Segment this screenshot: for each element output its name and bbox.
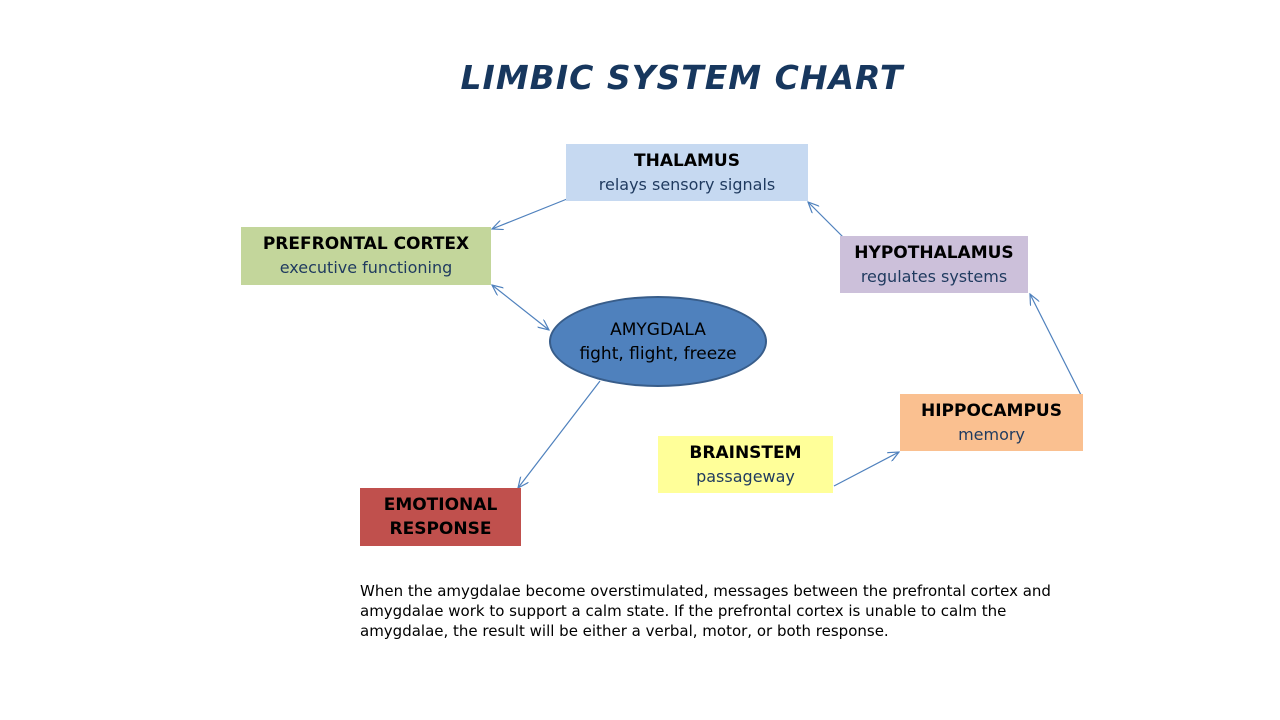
hypothalamus-name: HYPOTHALAMUS	[854, 242, 1014, 263]
arrow-prefrontal-amygdala	[492, 285, 549, 330]
hippocampus-desc: memory	[958, 424, 1025, 444]
amygdala-name: AMYGDALA	[610, 319, 706, 340]
brainstem-box: BRAINSTEM passageway	[658, 436, 833, 493]
arrow-thalamus-to-prefrontal	[492, 198, 568, 229]
brainstem-desc: passageway	[696, 466, 795, 486]
chart-title: LIMBIC SYSTEM CHART	[460, 58, 904, 97]
amygdala-desc: fight, flight, freeze	[579, 343, 737, 364]
hypothalamus-desc: regulates systems	[860, 266, 1008, 286]
caption-text: When the amygdalae become overstimulated…	[360, 582, 1051, 640]
arrow-brainstem-to-hippocampus	[833, 452, 899, 487]
thalamus-name: THALAMUS	[634, 150, 740, 171]
thalamus-box: THALAMUS relays sensory signals	[566, 144, 808, 201]
arrow-hippocampus-to-hypothalamus	[1030, 294, 1082, 396]
hypothalamus-box: HYPOTHALAMUS regulates systems	[840, 236, 1028, 293]
prefrontal-cortex-name: PREFRONTAL CORTEX	[262, 234, 470, 254]
prefrontal-cortex-box: PREFRONTAL CORTEX executive functioning	[241, 227, 491, 285]
prefrontal-cortex-desc: executive functioning	[279, 258, 453, 277]
brainstem-name: BRAINSTEM	[689, 442, 802, 463]
arrow-amygdala-to-emotional	[518, 380, 601, 488]
arrow-hypothalamus-to-thalamus	[808, 202, 844, 238]
amygdala-ellipse: AMYGDALA fight, flight, freeze	[549, 296, 767, 387]
emotional-response-box: EMOTIONAL RESPONSE	[360, 488, 521, 546]
emotional-response-name: EMOTIONAL RESPONSE	[383, 495, 498, 539]
hippocampus-name: HIPPOCAMPUS	[921, 400, 1062, 421]
hippocampus-box: HIPPOCAMPUS memory	[900, 394, 1083, 451]
thalamus-desc: relays sensory signals	[598, 174, 776, 194]
